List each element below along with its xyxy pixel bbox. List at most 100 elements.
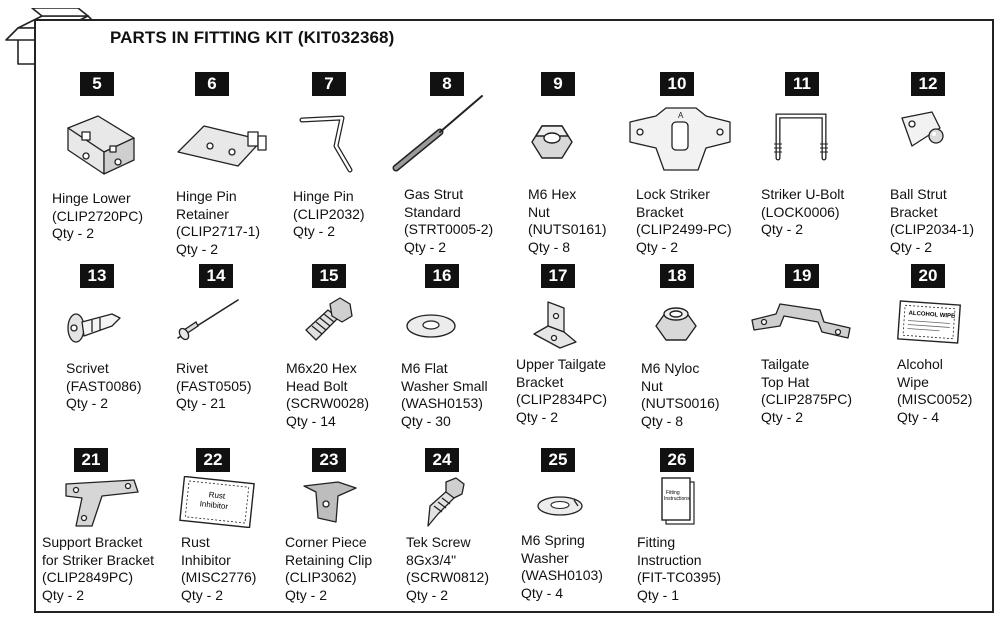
part-label-line: Bracket — [636, 203, 684, 220]
part-number-badge: 13 — [80, 264, 114, 288]
part-number-badge: 21 — [74, 448, 108, 472]
part-qty: Qty - 4 — [521, 584, 564, 601]
part-number-badge: 9 — [541, 72, 575, 96]
spring-washer-icon — [537, 496, 583, 516]
upper-tailgate-bracket-icon — [533, 301, 577, 349]
part-code: (CLIP2032) — [293, 205, 365, 222]
fitting-instructions-icon: Fitting Instructions — [661, 477, 695, 525]
part-label-line: Lock Striker — [636, 186, 710, 202]
part-label-line: Alcohol — [897, 356, 943, 372]
instruction-text-top: Fitting — [666, 490, 680, 496]
part-label-line: Scrivet — [66, 360, 109, 376]
part-label-line: Hinge Pin — [176, 188, 237, 204]
part-number-badge: 26 — [660, 448, 694, 472]
part-qty: Qty - 2 — [516, 408, 559, 425]
hex-nut-icon — [531, 125, 573, 159]
part-label-line: Rust — [181, 534, 210, 550]
part-code: (SCRW0028) — [286, 395, 369, 411]
part-number-badge: 8 — [430, 72, 464, 96]
hinge-pin-icon — [299, 115, 353, 173]
part-code: (CLIP2875PC) — [761, 391, 853, 407]
part-label-line: Gas Strut — [404, 186, 464, 202]
rivet-icon — [177, 299, 239, 341]
page-title: PARTS IN FITTING KIT (KIT032368) — [110, 28, 395, 47]
part-label-line: Wipe — [897, 373, 929, 390]
part-label-line: Washer Small — [401, 377, 488, 394]
part-number-badge: 14 — [199, 264, 233, 288]
lock-striker-bracket-icon: A — [629, 107, 731, 171]
part-qty: Qty - 30 — [401, 412, 451, 429]
part-number-badge: 11 — [785, 72, 819, 96]
part-code: (LOCK0006) — [761, 203, 840, 220]
part-number-badge: 24 — [425, 448, 459, 472]
part-qty: Qty - 2 — [404, 238, 447, 255]
part-code: (STRT0005-2) — [404, 221, 494, 237]
part-qty: Qty - 14 — [286, 412, 336, 429]
part-label-line: Head Bolt — [286, 377, 348, 394]
part-qty: Qty - 2 — [285, 586, 328, 603]
part-qty: Qty - 2 — [181, 586, 224, 603]
part-number-badge: 10 — [660, 72, 694, 96]
instruction-text-bottom: Instructions — [664, 496, 690, 502]
part-qty: Qty - 2 — [636, 238, 679, 255]
part-qty: Qty - 8 — [528, 238, 571, 255]
part-label-line: Washer — [521, 549, 569, 566]
u-bolt-icon — [774, 113, 828, 161]
part-label-line: Instruction — [637, 551, 702, 568]
part-label-line: Tek Screw — [406, 534, 471, 550]
part-qty: Qty - 2 — [761, 221, 804, 237]
part-code: (CLIP3062) — [285, 569, 357, 585]
part-number-badge: 5 — [80, 72, 114, 96]
part-qty: Qty - 2 — [52, 225, 95, 241]
part-number-badge: 15 — [312, 264, 346, 288]
part-label-line: Inhibitor — [181, 551, 231, 568]
part-code: (CLIP2834PC) — [516, 391, 608, 407]
part-code: (CLIP2720PC) — [52, 207, 144, 224]
part-label-line: Upper Tailgate — [516, 356, 607, 372]
part-qty: Qty - 2 — [176, 240, 219, 257]
part-code: (FAST0505) — [176, 377, 252, 394]
part-number-badge: 23 — [312, 448, 346, 472]
alcohol-wipe-packet-text: ALCOHOL WIPE — [908, 311, 955, 320]
part-qty: Qty - 2 — [293, 223, 336, 239]
part-qty: Qty - 8 — [641, 412, 684, 429]
part-label-line: M6 Hex — [528, 186, 577, 202]
part-qty: Qty - 2 — [66, 395, 109, 411]
part-code: (FIT-TC0395) — [637, 569, 722, 585]
part-number-badge: 12 — [911, 72, 945, 96]
part-code: (CLIP2849PC) — [42, 569, 134, 585]
part-label-line: Nut — [641, 377, 663, 394]
ball-strut-bracket-icon — [901, 111, 944, 147]
part-label-line: Tailgate — [761, 356, 810, 372]
part-label-line: 8Gx3/4" — [406, 551, 457, 568]
part-label-line: Bracket — [890, 203, 938, 220]
part-label-line: Ball Strut — [890, 186, 947, 202]
part-number-badge: 6 — [195, 72, 229, 96]
part-code: (NUTS0161) — [528, 221, 607, 237]
tailgate-top-hat-icon — [751, 303, 851, 339]
part-code: (WASH0153) — [401, 395, 483, 411]
part-qty: Qty - 2 — [406, 586, 449, 603]
part-qty: Qty - 4 — [897, 408, 940, 425]
part-code: (NUTS0016) — [641, 395, 720, 411]
part-number-badge: 22 — [196, 448, 230, 472]
part-label-line: Striker U-Bolt — [761, 186, 845, 202]
tek-screw-icon — [427, 477, 465, 527]
part-qty: Qty - 2 — [761, 408, 804, 425]
nyloc-nut-icon — [655, 307, 697, 341]
part-label-line: M6x20 Hex — [286, 360, 357, 376]
part-label-line: M6 Nyloc — [641, 360, 700, 376]
part-label-line: M6 Spring — [521, 532, 585, 548]
part-qty: Qty - 1 — [637, 586, 680, 603]
part-number-badge: 19 — [785, 264, 819, 288]
part-code: (SCRW0812) — [406, 569, 489, 585]
part-code: (FAST0086) — [66, 377, 142, 394]
part-label-line: Rivet — [176, 360, 208, 376]
part-code: (MISC0052) — [897, 391, 973, 407]
part-label-line: Fitting — [637, 534, 676, 550]
corner-clip-icon — [303, 481, 357, 523]
part-label-line: Retainer — [176, 205, 229, 222]
part-qty: Qty - 2 — [42, 586, 85, 603]
support-bracket-icon — [65, 479, 139, 527]
gas-strut-icon — [392, 95, 483, 172]
